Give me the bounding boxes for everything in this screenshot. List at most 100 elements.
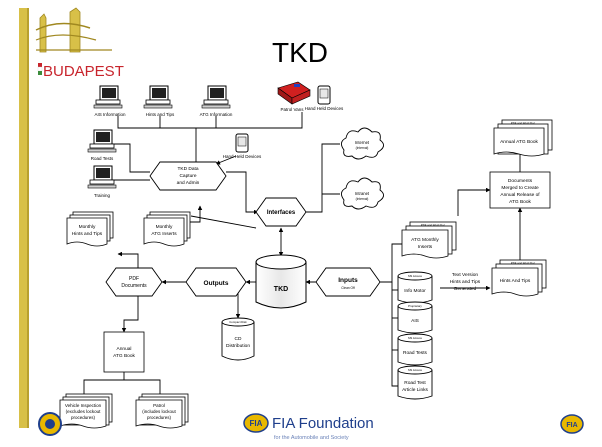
pdf-documents-line-2: Documents bbox=[121, 283, 147, 289]
ais-information-label: AIS Information bbox=[94, 112, 126, 117]
van-icon bbox=[277, 81, 311, 105]
interfaces-label: Interfaces bbox=[267, 210, 296, 216]
road-test-article-line-1: Road Test bbox=[404, 380, 426, 386]
hints-tips-label: Hints and Tips bbox=[146, 112, 175, 117]
flag-stripe-white bbox=[37, 66, 43, 72]
handheld-icon bbox=[235, 133, 249, 153]
fia-emblem-mark: FIA bbox=[566, 422, 577, 429]
hand-held-devices-top: Hand Held Devices bbox=[305, 85, 344, 111]
road-test-article-links-db: MS Access Road Test Article Links bbox=[397, 365, 433, 400]
right-fia-emblem: FIA bbox=[560, 414, 584, 434]
footer-tagline: for the Automobile and Society bbox=[274, 435, 349, 441]
left-accent-bar bbox=[19, 8, 27, 428]
cd-header: Compact Disk bbox=[229, 320, 247, 324]
pdf-documents-node: PDF Documents bbox=[105, 267, 163, 297]
outputs-label: Outputs bbox=[204, 280, 229, 287]
ais-db: Proprietary AIS bbox=[397, 301, 433, 334]
text-version-line-1: Text Version bbox=[452, 272, 478, 278]
road-tests-db: MS Access Road Tests bbox=[397, 333, 433, 366]
vehicle-inspection-docs: Vehicle Inspection (excludes lockout pro… bbox=[59, 393, 113, 429]
road-test-article-line-2: Article Links bbox=[402, 387, 428, 393]
text-version-line-2: Hints and Tips bbox=[450, 279, 481, 285]
hand-held-devices-mid-label: Hand Held Devices bbox=[223, 154, 262, 159]
documents-merged-line-3: Annual Release of bbox=[500, 192, 540, 198]
road-tests-label: Road Tests bbox=[91, 156, 114, 161]
fia-mark: FIA bbox=[250, 419, 263, 428]
road-test-article-header: MS Access bbox=[408, 368, 422, 372]
tkd-data-line-2: Capture bbox=[179, 173, 196, 179]
computer-icon bbox=[87, 165, 117, 189]
fia-emblem-icon bbox=[560, 414, 584, 434]
flag-stripe-red bbox=[38, 63, 42, 67]
monthly-atg-line-1: Monthly bbox=[156, 224, 173, 230]
patrol-procedures-line-1: Patrol bbox=[153, 403, 165, 408]
cd-line-1: CD bbox=[235, 336, 242, 342]
monthly-hints-tips-docs: Monthly Hints and Tips bbox=[66, 211, 114, 247]
budapest-text: BUDAPEST bbox=[43, 63, 124, 80]
fia-logo-icon bbox=[243, 413, 269, 433]
documents-merged-box: Documents Merged to Create Annual Releas… bbox=[489, 171, 551, 209]
cloud-icon bbox=[341, 127, 384, 160]
text-version-line-3: Generated bbox=[454, 286, 477, 292]
text-version-note: Text Version Hints and Tips Generated bbox=[450, 272, 481, 292]
tkd-data-line-3: and Admin bbox=[177, 180, 200, 186]
road-tests-db-label: Road Tests bbox=[403, 350, 428, 356]
monthly-hints-line-2: Hints and Tips bbox=[72, 231, 103, 237]
internet-cloud: Internet (Internal) bbox=[341, 127, 384, 160]
footer-org-name: FIA Foundation bbox=[272, 415, 374, 432]
annual-atg-right-header: PDF and Word Doc bbox=[511, 121, 536, 125]
internet-sublabel: (Internal) bbox=[356, 146, 369, 150]
internet-label: Internet bbox=[355, 140, 370, 145]
computer-icon bbox=[87, 129, 117, 153]
documents-merged-line-2: Merged to Create bbox=[501, 185, 539, 191]
vehicle-inspection-line-3: procedures) bbox=[71, 415, 96, 420]
computer-icon bbox=[201, 85, 231, 109]
training-label: Training bbox=[94, 193, 111, 198]
inputs-node: Inputs Clean Off bbox=[315, 267, 381, 297]
atg-monthly-inserts-docs: PDF and Word Doc ATG Monthly Inserts bbox=[401, 221, 457, 259]
vehicle-inspection-line-2: (excludes lockout bbox=[66, 409, 102, 414]
annual-atg-book-left: Annual ATG Book bbox=[103, 331, 145, 373]
tkd-data-capture-node: TKD Data Capture and Admin bbox=[149, 161, 227, 191]
slide-title: TKD bbox=[272, 37, 328, 68]
info-motor-label: Info Motor bbox=[404, 288, 426, 294]
cd-distribution: Compact Disk CD Distribution bbox=[221, 317, 255, 361]
budapest-logo: BUDAPEST bbox=[35, 7, 124, 80]
patrol-vans-label: Patrol Vans bbox=[281, 107, 305, 112]
training-computer: Training bbox=[87, 165, 117, 198]
intranet-sublabel: (Internal) bbox=[356, 197, 369, 201]
patrol-procedures-line-2: (includes lockout bbox=[142, 409, 176, 414]
annual-atg-book-right: PDF and Word Doc Annual ATG Book bbox=[493, 119, 553, 157]
road-tests-db-header: MS Access bbox=[408, 336, 422, 340]
ais-label: AIS bbox=[411, 318, 419, 324]
tkd-database: TKD bbox=[255, 254, 307, 309]
monthly-atg-inserts-docs: Monthly ATG Inserts bbox=[143, 211, 191, 247]
documents-merged-line-4: ATG Book bbox=[509, 199, 531, 205]
cd-line-2: Distribution bbox=[226, 343, 250, 349]
inputs-label: Inputs bbox=[338, 277, 358, 284]
annual-atg-left-line-1: Annual bbox=[117, 346, 132, 352]
info-motor-header: MS Access bbox=[408, 274, 422, 278]
flag-stripe-green bbox=[38, 71, 42, 75]
computer-icon bbox=[93, 85, 123, 109]
connectors bbox=[83, 112, 523, 394]
road-tests-computer: Road Tests bbox=[87, 129, 117, 161]
hand-held-devices-mid: Hand Held Devices bbox=[223, 133, 262, 159]
tkd-database-label: TKD bbox=[274, 286, 288, 293]
patrol-procedures-line-3: procedures) bbox=[147, 415, 172, 420]
atg-monthly-header: PDF and Word Doc bbox=[421, 223, 446, 227]
atg-information-label: ATG Information bbox=[200, 112, 233, 117]
vehicle-inspection-line-1: Vehicle Inspection bbox=[65, 403, 102, 408]
hints-and-tips-right-docs: PDF and Word Doc Hints And Tips bbox=[491, 259, 547, 297]
fia-foundation-logo: FIA FIA Foundation for the Automobile an… bbox=[243, 413, 374, 441]
hints-right-header: PDF and Word Doc bbox=[511, 261, 536, 265]
documents-merged-line-1: Documents bbox=[508, 178, 533, 184]
hints-right-label: Hints And Tips bbox=[500, 278, 531, 284]
atg-monthly-line-1: ATG Monthly bbox=[411, 237, 439, 243]
hints-tips-computer: Hints and Tips bbox=[143, 85, 175, 117]
outputs-node: Outputs bbox=[185, 267, 247, 297]
hand-held-devices-top-label: Hand Held Devices bbox=[305, 106, 344, 111]
left-emblem bbox=[38, 412, 62, 436]
patrol-vans: Patrol Vans bbox=[277, 81, 311, 112]
